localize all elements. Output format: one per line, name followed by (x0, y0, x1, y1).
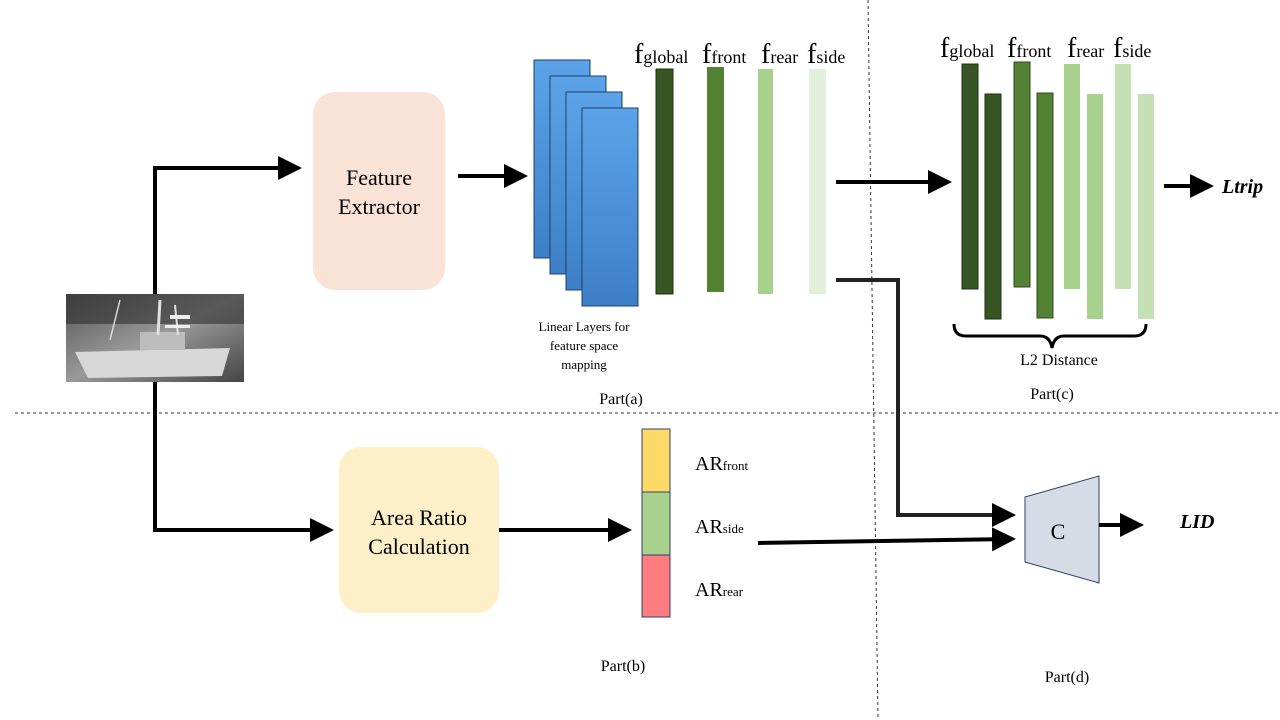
triplet-loss-text: Ltrip (1221, 176, 1263, 198)
feature-bar-global (655, 68, 674, 295)
input-ship-image (66, 294, 244, 382)
linear-layers-caption-1: Linear Layers for (539, 319, 631, 334)
triplet-loss-label: Ltrip (1221, 176, 1263, 198)
feature-label-global: fglobal (634, 39, 688, 70)
triplet-bars-front (1013, 61, 1054, 319)
ar-side-cell (641, 491, 671, 556)
feature-label-rear: frear (761, 39, 798, 70)
id-loss-label: LID (1179, 511, 1214, 533)
area-ratio-vector (641, 428, 671, 618)
triplet-label-rear: frear (1067, 33, 1104, 64)
part-b-label: Part(b) (601, 658, 645, 675)
triplet-bars-side (1115, 64, 1154, 319)
ar-front-label: ARfront (695, 453, 748, 475)
ar-rear-label: ARrear (695, 579, 744, 601)
l2-distance-brace (952, 323, 1148, 349)
feature-label-side: fside (807, 39, 845, 70)
feature-extractor-label-1: Feature (346, 165, 412, 190)
triplet-bars-rear (1064, 64, 1103, 319)
linear-layers-caption-3: mapping (561, 357, 607, 372)
input-branch-arrows (153, 156, 334, 542)
ar-front-cell (641, 428, 671, 493)
feature-bar-side (809, 69, 826, 294)
triplet-label-front: ffront (1007, 33, 1051, 64)
feature-bar-front (707, 67, 724, 292)
part-a-label: Part(a) (599, 391, 643, 408)
triplet-label-side: fside (1113, 33, 1151, 64)
triplet-bars-global (961, 63, 1002, 320)
area-ratio-box (339, 447, 499, 613)
ar-to-classifier-arrow (757, 527, 1016, 552)
ar-rear-cell (641, 554, 671, 618)
l2-distance-label: L2 Distance (1020, 352, 1098, 369)
feature-extractor-box (313, 92, 445, 290)
feature-label-front: ffront (702, 39, 746, 70)
classifier-block (1024, 475, 1100, 584)
area-ratio-label-1: Area Ratio (371, 505, 467, 530)
part-d-label: Part(d) (1045, 669, 1089, 686)
part-c-label: Part(c) (1030, 386, 1074, 403)
id-loss-text: LID (1179, 511, 1214, 533)
classifier-label: C (1051, 519, 1066, 544)
feature-bar-rear (758, 69, 773, 294)
area-ratio-label-2: Calculation (368, 534, 469, 559)
ar-side-label: ARside (695, 516, 744, 538)
vertical-divider (867, 0, 879, 720)
linear-layers-stack (533, 59, 639, 307)
linear-layers-caption-2: feature space (550, 338, 618, 353)
features-to-classifier-arrow (836, 278, 1016, 527)
feature-extractor-label-2: Extractor (338, 194, 421, 219)
triplet-label-global: fglobal (940, 33, 994, 64)
